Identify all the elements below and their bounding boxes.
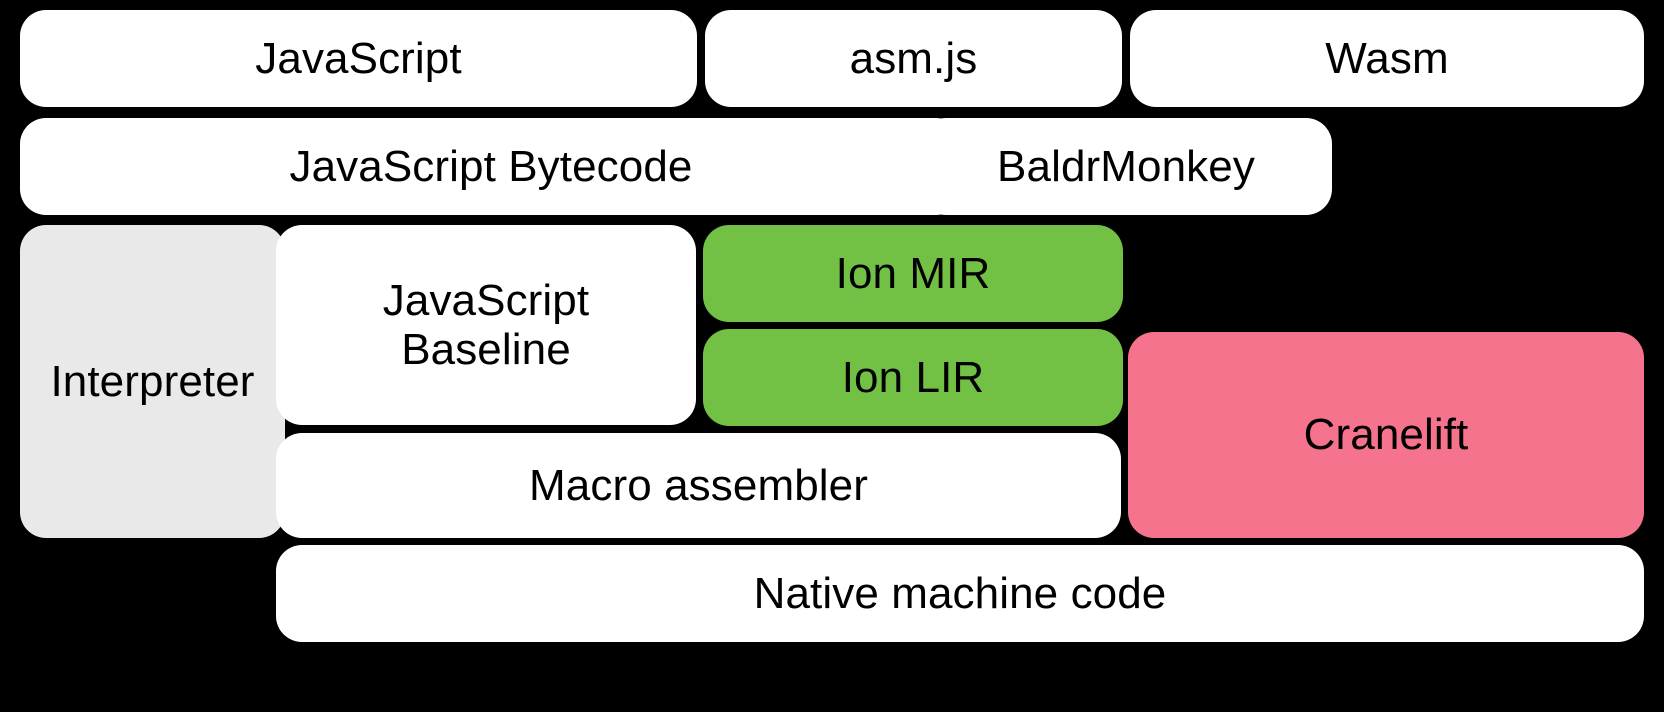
node-asm-js: asm.js xyxy=(705,10,1122,107)
node-javascript-baseline: JavaScript Baseline xyxy=(276,225,696,425)
node-cranelift: Cranelift xyxy=(1128,332,1644,538)
node-native-machine-code: Native machine code xyxy=(276,545,1644,642)
node-ion-lir: Ion LIR xyxy=(703,329,1123,426)
node-baldrmonkey: BaldrMonkey xyxy=(920,118,1332,215)
node-macro-assembler: Macro assembler xyxy=(276,433,1121,538)
node-interpreter: Interpreter xyxy=(20,225,285,538)
node-javascript: JavaScript xyxy=(20,10,697,107)
node-javascript-bytecode: JavaScript Bytecode xyxy=(20,118,962,215)
node-wasm: Wasm xyxy=(1130,10,1644,107)
node-ion-mir: Ion MIR xyxy=(703,225,1123,322)
